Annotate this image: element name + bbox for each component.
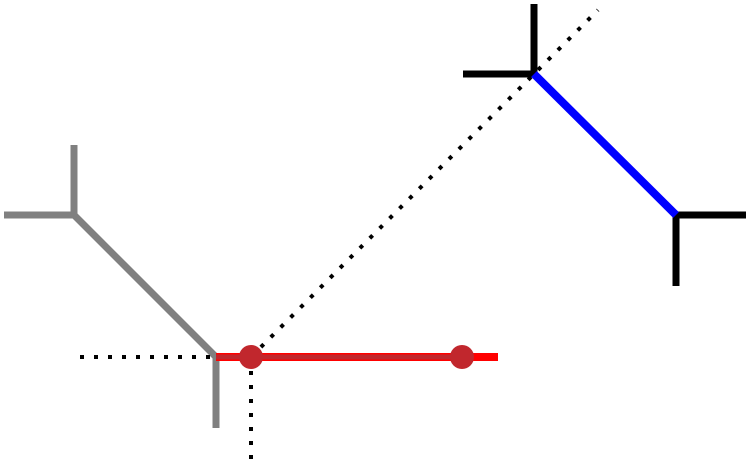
- blue-diagonal-segment: [531, 71, 679, 218]
- gray-corner-shape: [4, 145, 220, 428]
- point-end: [450, 345, 474, 369]
- black-corner-shape: [463, 4, 746, 286]
- guide-lines: [80, 8, 600, 462]
- diagonal-dotted-guide: [249, 8, 600, 359]
- gray-diagonal: [71, 212, 219, 360]
- point-start: [239, 345, 263, 369]
